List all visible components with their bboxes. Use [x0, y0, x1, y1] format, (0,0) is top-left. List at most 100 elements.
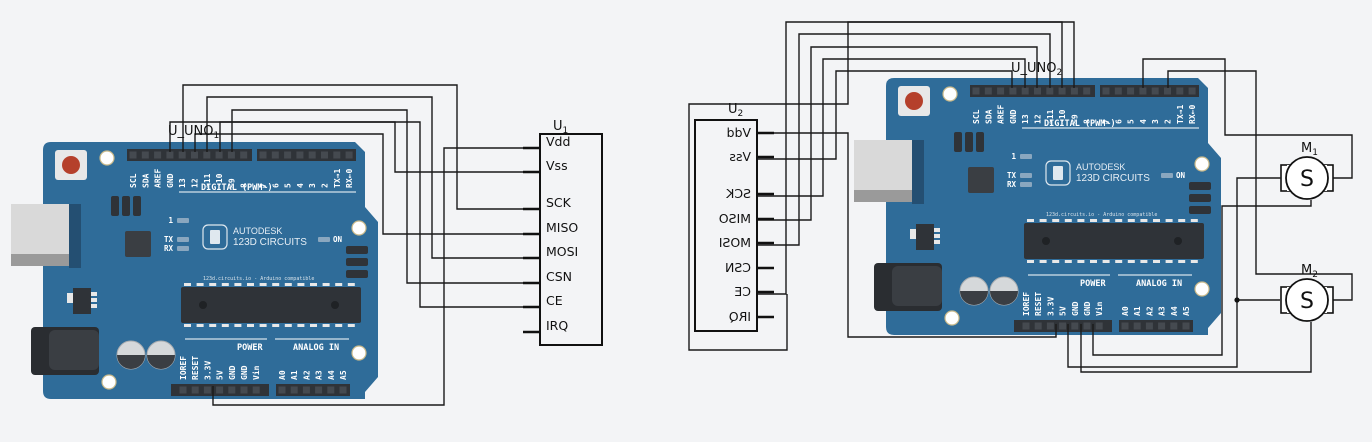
pin-label: TX→1	[333, 169, 342, 188]
header-pin[interactable]	[1102, 87, 1110, 95]
header-pin[interactable]	[302, 386, 310, 394]
header-pin[interactable]	[1164, 87, 1171, 95]
header-pin[interactable]	[1151, 87, 1159, 95]
pin-label: A0	[1121, 306, 1130, 316]
header-pin[interactable]	[284, 151, 292, 159]
header-pin[interactable]	[327, 386, 335, 394]
header-pin[interactable]	[1046, 322, 1054, 330]
header-pin[interactable]	[1176, 87, 1184, 95]
header-pin[interactable]	[290, 386, 298, 394]
wire-uno2-5v-motors[interactable]	[1067, 177, 1280, 368]
header-pin[interactable]	[240, 151, 248, 159]
header-pin[interactable]	[203, 386, 211, 394]
led-label: RX	[1007, 180, 1017, 189]
header-pin[interactable]	[1145, 322, 1153, 330]
header-pin[interactable]	[333, 151, 341, 159]
pin-label: ~9	[1070, 114, 1079, 124]
led-label: TX	[164, 235, 174, 244]
header-pin[interactable]	[278, 386, 286, 394]
header-pin[interactable]	[997, 87, 1005, 95]
header-pin[interactable]	[1070, 87, 1078, 95]
servo-motor-m1[interactable]: S	[1280, 156, 1334, 200]
header-pin[interactable]	[1170, 322, 1178, 330]
wire-uno1-13-sck[interactable]	[182, 84, 523, 210]
header-pin[interactable]	[1139, 87, 1147, 95]
power-label: POWER	[1080, 279, 1106, 289]
module-pin-label: IRQ	[546, 318, 568, 333]
servo-motor-m2[interactable]: S	[1280, 278, 1334, 322]
header-pin[interactable]	[1095, 322, 1103, 330]
header-pin[interactable]	[259, 151, 267, 159]
header-pin[interactable]	[215, 151, 223, 159]
wire-uno1-33v-vdd[interactable]	[212, 147, 523, 406]
wire-uno1-12-miso[interactable]	[194, 133, 523, 235]
header-pin[interactable]	[252, 386, 260, 394]
header-pin[interactable]	[191, 386, 199, 394]
header-pin[interactable]	[154, 151, 162, 159]
header-pin[interactable]	[191, 151, 198, 159]
header-pin[interactable]	[1009, 87, 1017, 95]
header-pin[interactable]	[1188, 87, 1196, 95]
pin-label: A5	[1182, 306, 1191, 316]
wire-uno1-11-mosi[interactable]	[206, 96, 523, 259]
header-pin[interactable]	[1059, 322, 1067, 330]
module-pin-label: IRQ	[729, 309, 751, 324]
header-pin[interactable]	[178, 151, 186, 159]
pin-label: IOREF	[179, 356, 188, 380]
header-pin[interactable]	[315, 386, 323, 394]
header-pin[interactable]	[1034, 87, 1041, 95]
wire-uno2-gnd-vss[interactable]	[757, 70, 1013, 160]
header-pin[interactable]	[972, 87, 980, 95]
header-pin[interactable]	[1071, 322, 1079, 330]
header-pin[interactable]	[166, 151, 174, 159]
header-pin[interactable]	[228, 386, 236, 394]
radio-module-u1[interactable]	[539, 133, 603, 346]
header-pin[interactable]	[216, 386, 224, 394]
header-pin[interactable]	[271, 151, 279, 159]
header-pin[interactable]	[321, 151, 328, 159]
header-pin[interactable]	[345, 151, 353, 159]
wire-uno2-2-m2[interactable]	[1167, 70, 1353, 301]
header-pin[interactable]	[1083, 322, 1091, 330]
header-pin[interactable]	[1158, 322, 1166, 330]
header-pin[interactable]	[1022, 322, 1030, 330]
header-pin[interactable]	[203, 151, 211, 159]
pin-label: 5V	[216, 370, 225, 380]
header-pin[interactable]	[240, 386, 248, 394]
wire-uno2-4-m1[interactable]	[1142, 58, 1353, 179]
header-pin[interactable]	[1046, 87, 1054, 95]
header-pin[interactable]	[1034, 322, 1042, 330]
wire-uno1-9-ce[interactable]	[231, 109, 523, 284]
wire-uno2-gnd-motors[interactable]	[1092, 200, 1312, 356]
pin-label: A4	[1170, 306, 1179, 316]
header-pin[interactable]	[141, 151, 149, 159]
radio-module-u2[interactable]	[694, 119, 758, 332]
wire-uno1-10-csn[interactable]	[219, 121, 523, 308]
wire-uno2-12-miso[interactable]	[757, 46, 1038, 221]
header-pin[interactable]	[339, 386, 347, 394]
header-pin[interactable]	[129, 151, 137, 159]
header-pin[interactable]	[1127, 87, 1135, 95]
header-pin[interactable]	[308, 151, 316, 159]
header-pin[interactable]	[1114, 87, 1122, 95]
wire-uno2-33v-vdd[interactable]	[757, 132, 1057, 338]
header-pin[interactable]	[227, 151, 235, 159]
header-pin[interactable]	[1058, 87, 1066, 95]
header-pin[interactable]	[1121, 322, 1129, 330]
power-label: POWER	[237, 343, 263, 353]
header-pin[interactable]	[179, 386, 187, 394]
header-pin[interactable]	[1133, 322, 1141, 330]
pin-label: SDA	[984, 109, 993, 124]
header-pin[interactable]	[1083, 87, 1091, 95]
wire-uno2-13-sck[interactable]	[757, 58, 1026, 197]
wire-uno2-11-mosi[interactable]	[757, 33, 1051, 246]
header-pin[interactable]	[296, 151, 304, 159]
wire-uno2-9-ce[interactable]	[757, 21, 1075, 295]
header-pin[interactable]	[1021, 87, 1029, 95]
motor-m1-symbol: S	[1300, 167, 1314, 192]
header-pin[interactable]	[984, 87, 992, 95]
wire-uno2-10-csn[interactable]	[688, 21, 1063, 351]
motor-m2-label: M2	[1301, 263, 1318, 280]
wire-uno2-gnd2-motors[interactable]	[1080, 322, 1312, 373]
header-pin[interactable]	[1182, 322, 1190, 330]
